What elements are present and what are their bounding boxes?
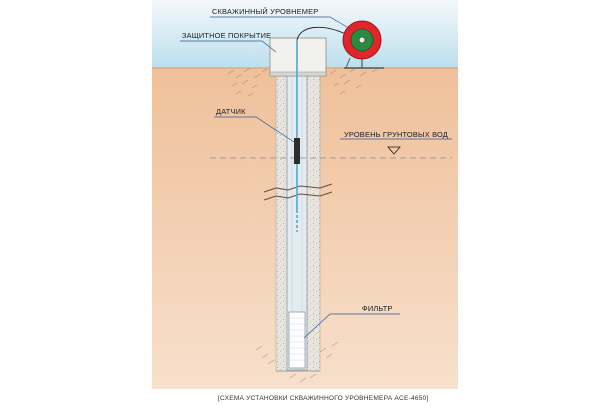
- soil-hatching: [227, 67, 378, 97]
- depth-break-marks: [263, 183, 333, 201]
- leader-lines: [180, 16, 452, 339]
- sensor-label: ДАТЧИК: [216, 107, 246, 116]
- groundwater-level-marker: [387, 146, 401, 155]
- filter-label: ФИЛЬТР: [362, 304, 393, 313]
- sensor-probe: [294, 138, 300, 164]
- well-level-meter-label: СКВАЖИННЫЙ УРОВНЕМЕР: [212, 7, 318, 16]
- diagram-caption: [СХЕМА УСТАНОВКИ СКВАЖИННОГО УРОВНЕМЕРА …: [218, 395, 428, 402]
- protective-cover-box: [269, 37, 327, 77]
- level-meter-reel: [342, 20, 384, 69]
- protective-cover-label: ЗАЩИТНОЕ ПОКРЫТИЕ: [182, 31, 271, 40]
- filter-slots: [290, 317, 304, 361]
- bottom-soil-hatching: [255, 341, 339, 383]
- groundwater-level-label: УРОВЕНЬ ГРУНТОВЫХ ВОД: [344, 130, 448, 139]
- reel-cable: [296, 26, 351, 41]
- filter-screen: [288, 311, 306, 369]
